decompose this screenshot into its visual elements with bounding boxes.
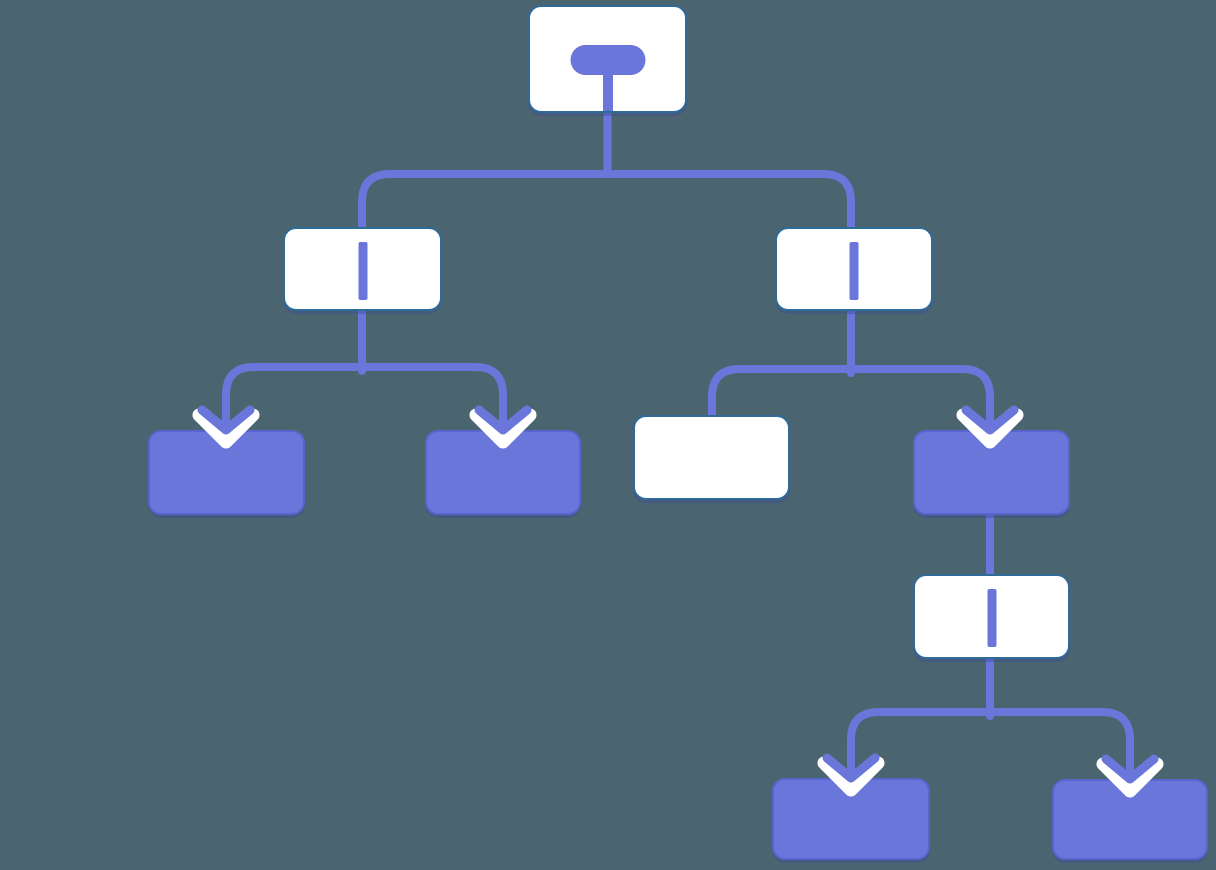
node-branch-sub[interactable] (913, 574, 1070, 659)
node-branch-left[interactable] (283, 227, 442, 311)
connector-left-bus (222, 363, 507, 430)
node-leaf-left-2[interactable] (425, 430, 581, 515)
vertical-line-icon (987, 589, 996, 647)
node-child-plain[interactable] (633, 415, 790, 500)
node-leaf-left-1[interactable] (148, 430, 305, 515)
vertical-line-icon (358, 242, 367, 300)
pill-icon (570, 45, 645, 75)
node-leaf-right[interactable] (913, 430, 1070, 515)
node-leaf-sub-2[interactable] (1052, 779, 1208, 860)
pill-stem (602, 73, 613, 111)
node-root[interactable] (528, 5, 687, 113)
vertical-line-icon (849, 242, 859, 300)
connector-root-bus (358, 170, 855, 231)
connector-sub-bus (847, 708, 1134, 777)
node-leaf-sub-1[interactable] (772, 778, 930, 860)
node-branch-right[interactable] (775, 227, 933, 311)
